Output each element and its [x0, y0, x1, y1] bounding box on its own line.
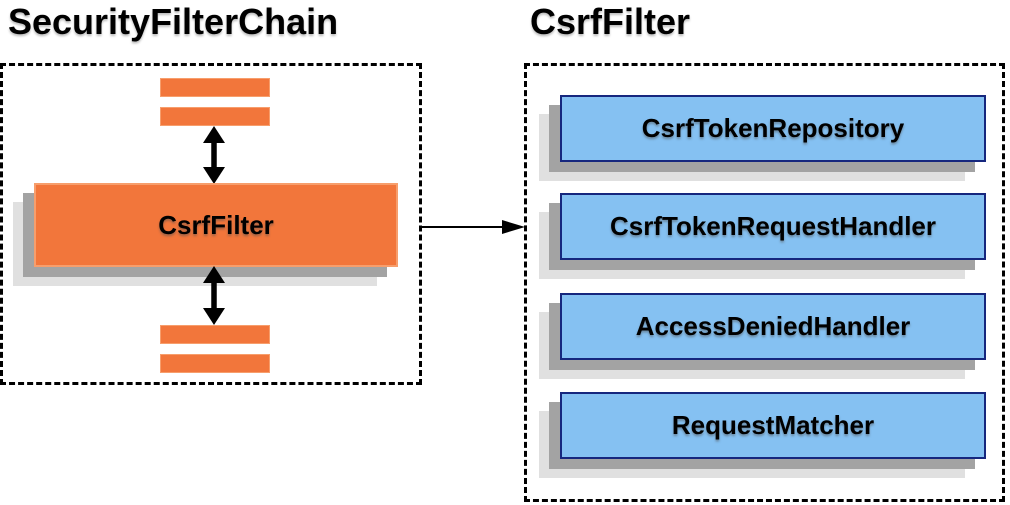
security-filter-chain-title: SecurityFilterChain: [8, 1, 339, 42]
filter-stack-bar-top-2: [160, 107, 270, 126]
component-access-denied-handler: AccessDeniedHandler: [560, 293, 986, 360]
double-arrow-bottom: [200, 266, 228, 325]
component-label: RequestMatcher: [671, 410, 875, 440]
csrf-filter-box-label: CsrfFilter: [158, 209, 274, 240]
component-csrf-token-request-handler: CsrfTokenRequestHandler: [560, 193, 986, 260]
filter-stack-bar-bottom-2: [160, 354, 270, 373]
component-label: AccessDeniedHandler: [635, 311, 911, 341]
component-label: CsrfTokenRequestHandler: [609, 211, 937, 241]
filter-stack-bar-bottom-1: [160, 325, 270, 344]
csrf-filter-box: CsrfFilter: [34, 183, 398, 267]
connector-arrow-icon: [422, 220, 525, 234]
component-request-matcher: RequestMatcher: [560, 392, 986, 459]
double-arrow-bottom-icon: [203, 266, 225, 325]
csrf-filter-group: [524, 63, 1005, 502]
double-arrow-top: [200, 126, 228, 184]
connector-arrow: [421, 216, 525, 238]
component-csrf-token-repository: CsrfTokenRepository: [560, 95, 986, 162]
double-arrow-top-icon: [203, 126, 225, 184]
component-label: CsrfTokenRepository: [641, 113, 905, 143]
csrf-filter-title: CsrfFilter: [530, 1, 691, 42]
security-filter-chain-group: [0, 63, 422, 385]
filter-stack-bar-top-1: [160, 78, 270, 97]
